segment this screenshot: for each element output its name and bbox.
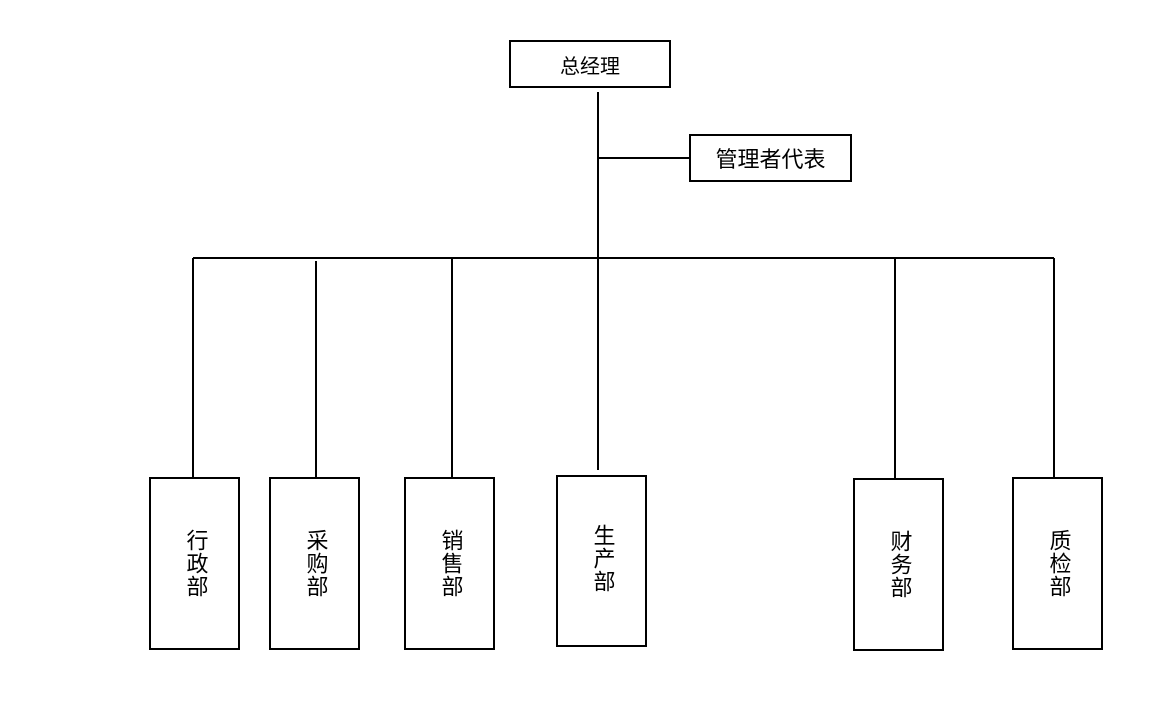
department-box-sales: 销售部	[404, 477, 495, 650]
department-box-purchasing: 采购部	[269, 477, 360, 650]
department-box-production: 生产部	[556, 475, 647, 647]
department-label: 销售部	[437, 529, 463, 598]
department-label: 行政部	[182, 529, 208, 598]
department-box-admin: 行政部	[149, 477, 240, 650]
management-representative-box: 管理者代表	[689, 134, 852, 182]
general-manager-label: 总经理	[560, 53, 620, 78]
department-label: 质检部	[1045, 529, 1071, 598]
department-label: 采购部	[302, 529, 328, 598]
department-box-finance: 财务部	[853, 478, 944, 651]
department-label: 生产部	[589, 523, 615, 593]
management-representative-label: 管理者代表	[715, 148, 826, 173]
department-box-quality: 质检部	[1012, 477, 1103, 650]
general-manager-box: 总经理	[509, 40, 671, 88]
department-label: 财务部	[886, 530, 912, 599]
